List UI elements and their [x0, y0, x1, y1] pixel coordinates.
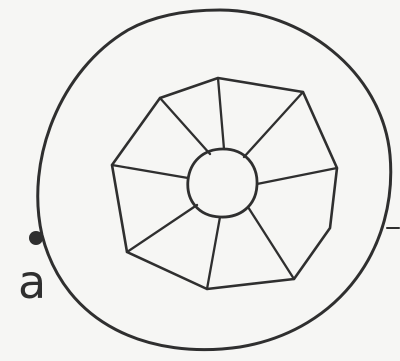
spoke — [207, 217, 220, 289]
spoke — [248, 207, 294, 279]
point-a-dot — [29, 231, 43, 245]
point-a-label: a — [18, 255, 46, 309]
spoke — [244, 92, 303, 157]
spoke — [127, 205, 197, 252]
hub-circle — [188, 149, 257, 217]
wheel-outline — [112, 78, 337, 289]
spoke — [218, 78, 224, 149]
outer-circle — [38, 10, 391, 350]
spoke — [257, 168, 337, 184]
spoke — [112, 165, 188, 178]
spoke — [160, 98, 210, 154]
